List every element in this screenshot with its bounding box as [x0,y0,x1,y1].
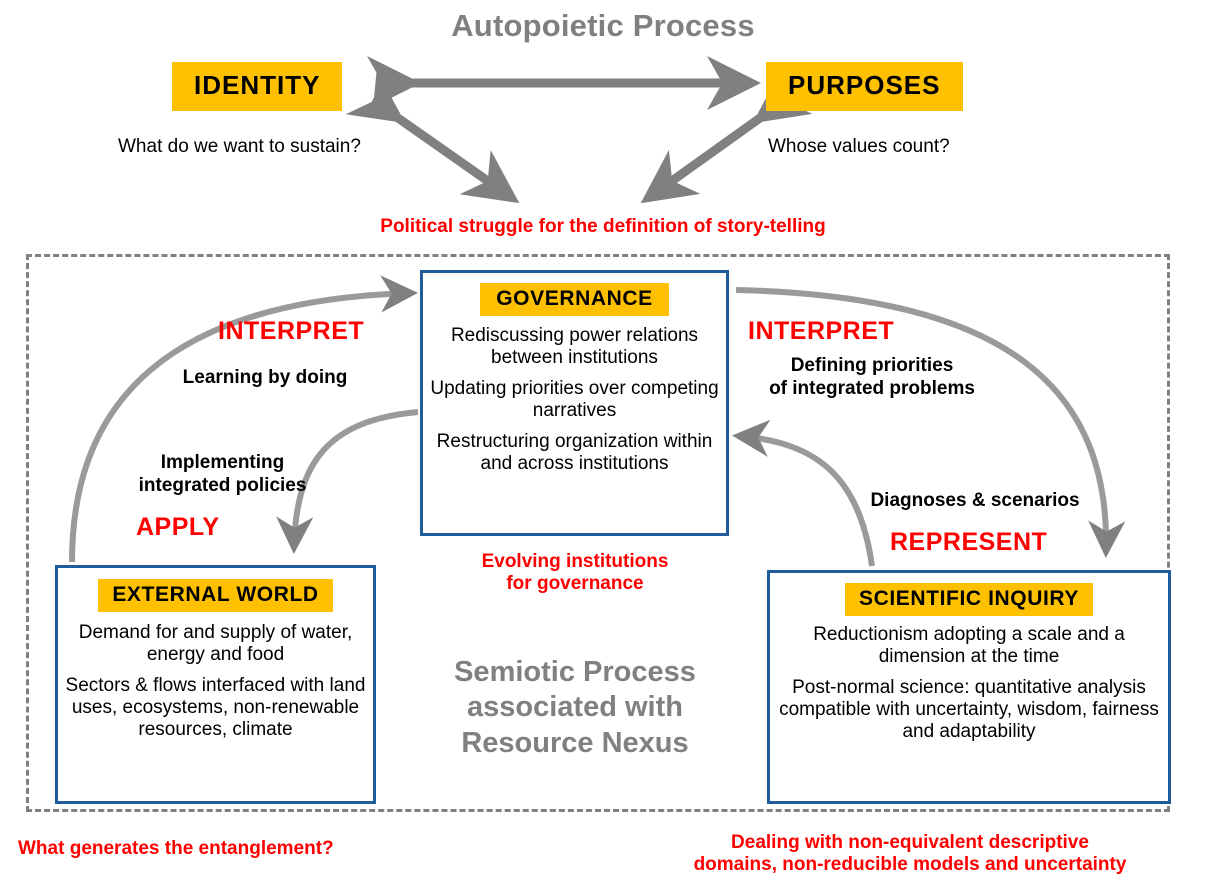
flow-note-implementing: Implementing integrated policies [105,452,340,498]
flow-step-interpret-right: INTERPRET [748,317,895,345]
flow-note-implementing-line-1: Implementing [160,452,285,473]
governance-line-1: Rediscussing power relations between ins… [450,325,699,369]
governance-body: Rediscussing power relations between ins… [423,325,726,475]
node-governance[interactable]: GOVERNANCE Rediscussing power relations … [420,270,729,536]
scientific-inquiry-line-1: Reductionism adopting a scale and a dime… [813,624,1125,668]
governance-line-2: Updating priorities over competing narra… [430,378,719,422]
node-identity[interactable]: IDENTITY [172,62,343,111]
semiotic-caption-line-1: Semiotic Process [454,656,696,688]
arrow-purposes-struggle [640,69,813,204]
scientific-inquiry-body: Reductionism adopting a scale and a dime… [770,624,1168,743]
flow-note-diagnoses-scenarios: Diagnoses & scenarios [870,490,1080,511]
external-world-label: EXTERNAL WORLD [98,579,333,613]
semiotic-caption-line-3: Resource Nexus [461,726,689,759]
political-struggle-note: Political struggle for the definition of… [380,216,826,237]
flow-note-defining-priorities: Defining priorities of integrated proble… [742,355,1002,401]
semiotic-process-caption: Semiotic Process associated with Resourc… [395,655,755,761]
purposes-label: PURPOSES [766,62,963,111]
flow-note-defining-line-1: Defining priorities [790,355,954,376]
governance-label: GOVERNANCE [480,283,669,317]
page-title: Autopoietic Process [451,8,755,43]
flow-note-defining-line-2: of integrated problems [769,377,975,399]
purposes-question: Whose values count? [768,136,950,157]
evolving-institutions-note: Evolving institutions for governance [420,551,730,596]
semiotic-process-frame [26,254,1170,812]
external-world-line-2: Sectors & flows interfaced with land use… [65,675,366,741]
entanglement-note: What generates the entanglement? [18,838,334,859]
external-world-line-1: Demand for and supply of water, energy a… [78,622,353,666]
node-purposes[interactable]: PURPOSES [766,62,963,111]
identity-question: What do we want to sustain? [118,136,361,157]
arrow-identity-struggle [345,70,520,204]
scientific-inquiry-line-2: Post-normal science: quantitative analys… [779,677,1159,743]
flow-note-implementing-line-2: integrated policies [138,474,307,496]
external-world-body: Demand for and supply of water, energy a… [58,622,373,741]
flow-note-learning-by-doing: Learning by doing [182,367,348,388]
flow-step-represent: REPRESENT [890,528,1048,556]
scientific-inquiry-label: SCIENTIFIC INQUIRY [844,583,1094,617]
dealing-line-1: Dealing with non-equivalent descriptive [731,832,1089,853]
node-scientific-inquiry[interactable]: SCIENTIFIC INQUIRY Reductionism adopting… [767,570,1171,804]
governance-line-3: Restructuring organization within and ac… [436,431,713,475]
evolving-line-1: Evolving institutions [481,551,669,572]
flow-step-interpret-left: INTERPRET [218,317,365,345]
dealing-line-2: domains, non-reducible models and uncert… [693,854,1127,876]
flow-step-apply: APPLY [136,513,220,541]
node-external-world[interactable]: EXTERNAL WORLD Demand for and supply of … [55,565,376,804]
dealing-note: Dealing with non-equivalent descriptive … [620,832,1200,877]
identity-label: IDENTITY [172,62,343,111]
semiotic-caption-line-2: associated with [467,691,683,724]
evolving-line-2: for governance [506,573,644,595]
